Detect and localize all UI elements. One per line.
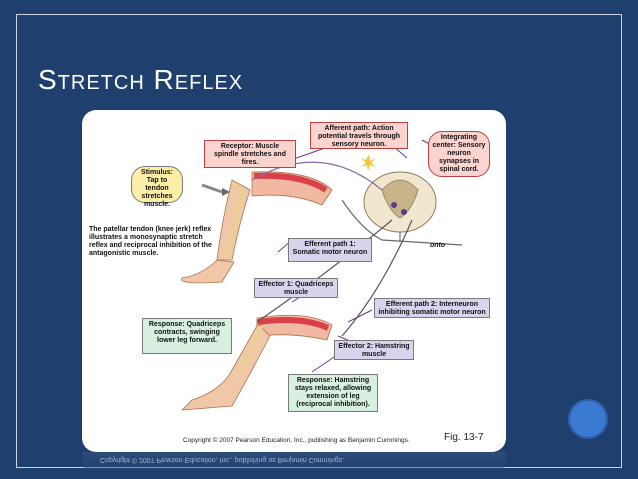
effector-1-box: Effector 1: Quadriceps muscle — [254, 278, 338, 298]
nerve-paths — [251, 161, 463, 337]
accent-circle-icon — [568, 399, 608, 439]
efferent-path-2-box: Efferent path 2: Interneuron inhibiting … — [374, 298, 490, 318]
efferent-path-1-box: Efferent path 1: Somatic motor neuron — [288, 238, 372, 262]
response-hamstring-box: Response: Hamstring stays relaxed, allow… — [288, 374, 378, 412]
spark-icon — [361, 154, 376, 171]
slide-title: Stretch Reflex — [38, 64, 244, 95]
integrating-center-box: Integrating center: Sensory neuron synap… — [428, 131, 490, 177]
figure-reflection — [82, 452, 506, 474]
reflection-text: Copyright © 2007 Pearson Education, Inc.… — [100, 456, 345, 463]
figure-caption: The patellar tendon (knee jerk) reflex i… — [89, 226, 212, 257]
upper-leg-icon — [181, 171, 333, 284]
receptor-box: Receptor: Muscle spindle stretches and f… — [204, 140, 296, 168]
response-quadriceps-box: Response: Quadriceps contracts, swinging… — [142, 318, 232, 354]
lower-leg-icon — [180, 314, 333, 411]
reflex-illustration — [180, 139, 463, 411]
slide-frame — [16, 14, 622, 468]
figure-number: Fig. 13-7 — [444, 432, 484, 443]
copyright-text: Copyright © 2007 Pearson Education, Inc.… — [183, 437, 410, 444]
effector-2-box: Effector 2: Hamstring muscle — [334, 340, 414, 360]
reflex-hammer-icon — [201, 183, 230, 196]
afferent-path-box: Afferent path: Action potential travels … — [310, 122, 408, 149]
stimulus-box: Stimulus: Tap to tendon stretches muscle… — [131, 166, 183, 208]
onto-label: onto — [430, 242, 446, 249]
spinal-cord-icon — [363, 171, 437, 242]
